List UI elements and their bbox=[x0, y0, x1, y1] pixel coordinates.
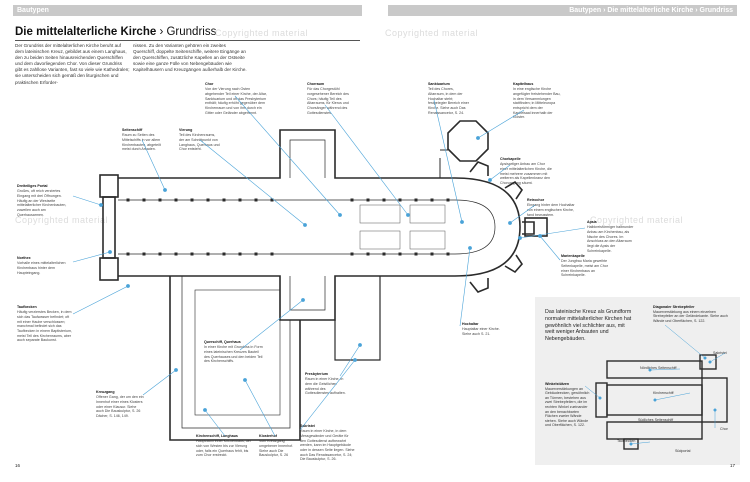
pier bbox=[142, 252, 146, 256]
pier bbox=[158, 252, 162, 256]
pier bbox=[366, 198, 370, 202]
pier bbox=[366, 252, 370, 256]
pier bbox=[398, 252, 402, 256]
title-main: Die mittelalterliche Kirche bbox=[15, 26, 157, 38]
pier bbox=[382, 198, 386, 202]
title-sub: › Grundriss bbox=[159, 26, 217, 38]
watermark: Copyrighted material bbox=[215, 28, 309, 38]
inset-label-suedportal: Südportal bbox=[675, 449, 691, 453]
pier bbox=[238, 198, 242, 202]
pier bbox=[430, 252, 434, 256]
pier bbox=[350, 198, 354, 202]
left-page: Bautypen Die mittelalterliche Kirche › G… bbox=[13, 5, 362, 468]
right-header-tab: Bautypen › Die mittelalterliche Kirche ›… bbox=[388, 5, 737, 16]
inset-label-chor: Chor bbox=[720, 427, 728, 431]
page-number-left: 16 bbox=[15, 463, 21, 468]
pier bbox=[126, 252, 130, 256]
page-number-right: 17 bbox=[729, 463, 735, 468]
watermark: Copyrighted material bbox=[15, 215, 109, 225]
pier bbox=[414, 198, 418, 202]
pier bbox=[430, 198, 434, 202]
pier bbox=[414, 252, 418, 256]
intro-col-2: nissen. Zu den Varianten gehören ein zwe… bbox=[133, 43, 247, 73]
watermark: Copyrighted material bbox=[590, 215, 684, 225]
pier bbox=[254, 252, 258, 256]
inset-text: Das lateinische Kreuz als Grundform norm… bbox=[545, 309, 632, 343]
pier bbox=[238, 252, 242, 256]
pier bbox=[270, 198, 274, 202]
pier bbox=[222, 252, 226, 256]
left-header-tab: Bautypen bbox=[13, 5, 362, 16]
inset-label-sued: Südliches Seitenschiff bbox=[638, 418, 674, 422]
page-title: Die mittelalterliche Kirche › Grundriss bbox=[15, 26, 360, 41]
pier bbox=[270, 252, 274, 256]
pier bbox=[446, 252, 450, 256]
pier bbox=[446, 198, 450, 202]
pier bbox=[190, 198, 194, 202]
pier bbox=[142, 198, 146, 202]
watermark: Copyrighted material bbox=[385, 28, 479, 38]
pier bbox=[222, 198, 226, 202]
pier bbox=[382, 252, 386, 256]
pier bbox=[206, 252, 210, 256]
pier bbox=[174, 252, 178, 256]
intro-col-1: Der Grundriss der mittelalterlichen Kirc… bbox=[15, 43, 130, 85]
pier bbox=[190, 252, 194, 256]
pier bbox=[174, 198, 178, 202]
pier bbox=[350, 252, 354, 256]
pier bbox=[398, 198, 402, 202]
pier bbox=[254, 198, 258, 202]
pier bbox=[158, 198, 162, 202]
pier bbox=[206, 198, 210, 202]
pier bbox=[126, 198, 130, 202]
